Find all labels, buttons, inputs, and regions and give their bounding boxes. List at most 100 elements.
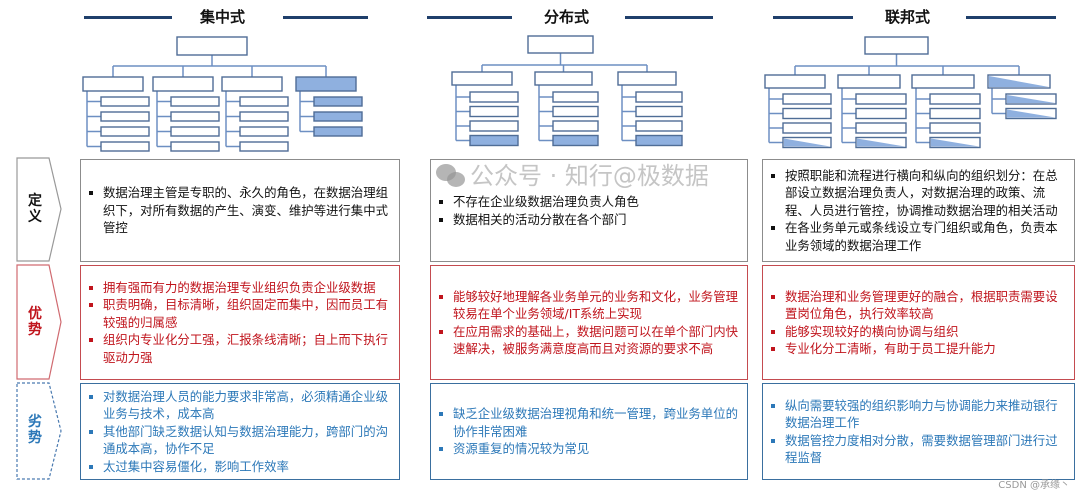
- org-node: [100, 111, 150, 122]
- org-node: [782, 107, 832, 120]
- bullet-item: 数据相关的活动分散在各个部门: [437, 211, 739, 229]
- column-title-centralized: 集中式: [200, 8, 246, 26]
- org-charts: [82, 35, 1057, 152]
- advantages-box-col3: 数据治理和业务管理更好的融合，根据职责需要设置岗位角色，执行效率较高能够实现较好…: [762, 265, 1075, 380]
- bullet-item: 专业化分工清晰，有助于员工提升能力: [769, 340, 1066, 358]
- watermark: 公众号 · 知行@极数据: [436, 162, 709, 190]
- org-node: [534, 71, 593, 86]
- row-label-disadvantages: 劣势: [15, 382, 63, 480]
- org-node: [552, 134, 599, 147]
- org-node: [837, 74, 901, 89]
- disadvantages-box-col3: 纵向需要较强的组织影响力与协调能力来推动银行数据治理工作数据管控力度相对分散，需…: [762, 383, 1075, 480]
- title-rule-right: [625, 16, 713, 19]
- bullet-item: 其他部门缺乏数据认知与数据治理能力，跨部门的沟通成本高，协作不足: [87, 423, 391, 458]
- disadvantages-box-col1: 对数据治理人员的能力要求非常高，必须精通企业级业务与技术，成本高其他部门缺乏数据…: [80, 383, 400, 480]
- org-node: [911, 74, 975, 89]
- org-node: [782, 93, 832, 105]
- org-node-partial-fill: [857, 138, 905, 147]
- org-node: [313, 111, 363, 122]
- chevron-shape: [16, 382, 62, 480]
- org-node: [469, 134, 519, 147]
- bullet-item: 在应用需求的基础上，数据问题可以在单个部门内快速解决，被服务满意度高而且对资源的…: [437, 323, 739, 358]
- org-node-partial-fill: [931, 138, 979, 147]
- org-node: [295, 76, 357, 92]
- row-label-text: 定义: [28, 193, 42, 225]
- org-node: [313, 96, 363, 107]
- bullet-list: 对数据治理人员的能力要求非常高，必须精通企业级业务与技术，成本高其他部门缺乏数据…: [87, 388, 391, 476]
- chevron-shape: [16, 157, 62, 262]
- bullet-item: 纵向需要较强的组织影响力与协调能力来推动银行数据治理工作: [769, 397, 1066, 432]
- org-node: [764, 74, 826, 89]
- org-node: [239, 96, 289, 107]
- advantages-box-col1: 拥有强而有力的数据治理专业组织负责企业级数据职责明确，目标清晰，组织固定而集中，…: [80, 265, 400, 380]
- bullet-list: 数据治理和业务管理更好的融合，根据职责需要设置岗位角色，执行效率较高能够实现较好…: [769, 288, 1066, 358]
- org-node: [617, 71, 677, 86]
- disadvantages-box-col2: 缺乏企业级数据治理视角和统一管理，跨业务单位的协作非常困难资源重复的情况较为常见: [430, 383, 748, 480]
- bullet-item: 太过集中容易僵化，影响工作效率: [87, 458, 391, 476]
- column-title-distributed: 分布式: [544, 8, 590, 26]
- definition-box-col1: 数据治理主管是专职的、永久的角色，在数据治理组织下，对所有数据的产生、演变、维护…: [80, 159, 400, 262]
- org-node-partial-fill: [1007, 95, 1055, 103]
- bullet-list: 不存在企业级数据治理负责人角色数据相关的活动分散在各个部门: [437, 193, 739, 228]
- org-node: [152, 76, 214, 92]
- org-node: [635, 120, 683, 132]
- org-node: [864, 36, 929, 55]
- org-node: [635, 91, 683, 103]
- org-node: [782, 122, 832, 134]
- org-node: [552, 91, 599, 103]
- org-node: [100, 141, 150, 152]
- row-label-definition: 定义: [15, 157, 63, 262]
- org-node: [855, 93, 907, 105]
- bullet-item: 拥有强而有力的数据治理专业组织负责企业级数据: [87, 279, 391, 297]
- org-node: [855, 107, 907, 120]
- csdn-credit: CSDN @承缘丶: [998, 480, 1070, 491]
- column-title-federated: 联邦式: [885, 8, 931, 26]
- org-node: [313, 126, 363, 137]
- wechat-icon: [436, 164, 466, 188]
- title-rule-left: [427, 16, 512, 19]
- org-node: [527, 35, 594, 54]
- bullet-item: 数据治理主管是专职的、永久的角色，在数据治理组织下，对所有数据的产生、演变、维护…: [87, 184, 391, 237]
- row-label-advantages: 优势: [15, 264, 63, 380]
- bullet-item: 数据管控力度相对分散，需要数据管理部门进行过程监督: [769, 432, 1066, 467]
- bullet-item: 缺乏企业级数据治理视角和统一管理，跨业务单位的协作非常困难: [437, 405, 739, 440]
- definition-box-col3: 按照职能和流程进行横向和纵向的组织划分：在总部设立数据治理负责人，对数据治理的政…: [762, 159, 1075, 262]
- bullet-list: 纵向需要较强的组织影响力与协调能力来推动银行数据治理工作数据管控力度相对分散，需…: [769, 397, 1066, 467]
- chevron-shape: [16, 264, 62, 380]
- org-node: [552, 120, 599, 132]
- bullet-list: 缺乏企业级数据治理视角和统一管理，跨业务单位的协作非常困难资源重复的情况较为常见: [437, 405, 739, 458]
- org-node: [100, 96, 150, 107]
- title-rule-right: [283, 16, 368, 19]
- org-node: [239, 126, 289, 137]
- org-node: [221, 76, 283, 92]
- row-label-text: 劣势: [28, 414, 42, 446]
- org-node: [469, 91, 519, 103]
- org-node: [635, 105, 683, 118]
- bullet-list: 能够较好地理解各业务单元的业务和文化，业务管理较易在单个业务领域/IT系统上实现…: [437, 288, 739, 358]
- bullet-item: 职责明确，目标清晰，组织固定而集中，因而员工有较强的归属感: [87, 296, 391, 331]
- org-node-partial-fill: [1007, 109, 1055, 118]
- org-node: [170, 126, 220, 137]
- row-label-text: 优势: [28, 306, 42, 338]
- bullet-item: 不存在企业级数据治理负责人角色: [437, 193, 739, 211]
- bullet-item: 组织内专业化分工强，汇报条线清晰；自上而下执行驱动力强: [87, 331, 391, 366]
- org-node: [170, 141, 220, 152]
- org-node: [635, 134, 683, 147]
- bullet-item: 在各业务单元或条线设立专门组织或角色，负责本业务领域的数据治理工作: [769, 219, 1066, 254]
- org-node: [239, 141, 289, 152]
- bullet-item: 能够实现较好的横向协调与组织: [769, 323, 1066, 341]
- org-node: [170, 111, 220, 122]
- org-node: [82, 76, 144, 92]
- watermark-text: 公众号 · 知行@极数据: [470, 162, 709, 190]
- org-node-partial-fill: [784, 138, 830, 147]
- org-node: [929, 107, 981, 120]
- org-node: [176, 36, 248, 56]
- bullet-item: 按照职能和流程进行横向和纵向的组织划分：在总部设立数据治理负责人，对数据治理的政…: [769, 167, 1066, 220]
- org-node: [855, 122, 907, 134]
- org-node: [929, 122, 981, 134]
- org-node: [239, 111, 289, 122]
- definition-box-col2: 不存在企业级数据治理负责人角色数据相关的活动分散在各个部门: [430, 159, 748, 262]
- title-rule-right: [966, 16, 1056, 19]
- advantages-box-col2: 能够较好地理解各业务单元的业务和文化，业务管理较易在单个业务领域/IT系统上实现…: [430, 265, 748, 380]
- org-node: [929, 93, 981, 105]
